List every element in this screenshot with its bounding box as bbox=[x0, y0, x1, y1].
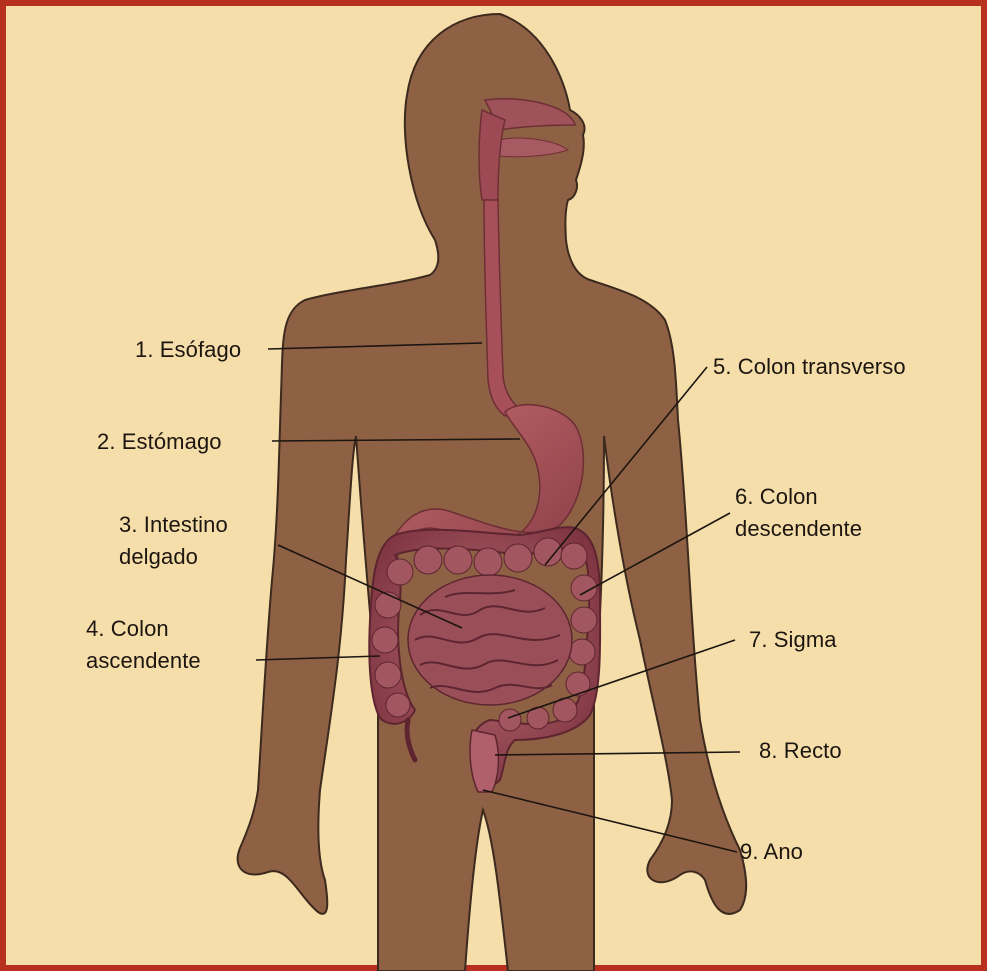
label-colon-ascendente-line2: ascendente bbox=[86, 645, 201, 676]
label-colon-ascendente-line1: 4. Colon bbox=[86, 613, 169, 644]
small-intestine bbox=[408, 575, 572, 705]
label-sigma: 7. Sigma bbox=[749, 624, 837, 655]
label-colon-descendente-line2: descendente bbox=[735, 513, 862, 544]
label-estomago: 2. Estómago bbox=[97, 426, 222, 457]
label-intestino-line1: 3. Intestino bbox=[119, 509, 228, 540]
label-colon-descendente-line1: 6. Colon bbox=[735, 481, 818, 512]
label-intestino-line2: delgado bbox=[119, 541, 198, 572]
label-esofago: 1. Esófago bbox=[135, 334, 241, 365]
label-recto: 8. Recto bbox=[759, 735, 842, 766]
rectum bbox=[470, 730, 498, 792]
label-colon-transverso: 5. Colon transverso bbox=[713, 351, 906, 382]
label-ano: 9. Ano bbox=[740, 836, 803, 867]
